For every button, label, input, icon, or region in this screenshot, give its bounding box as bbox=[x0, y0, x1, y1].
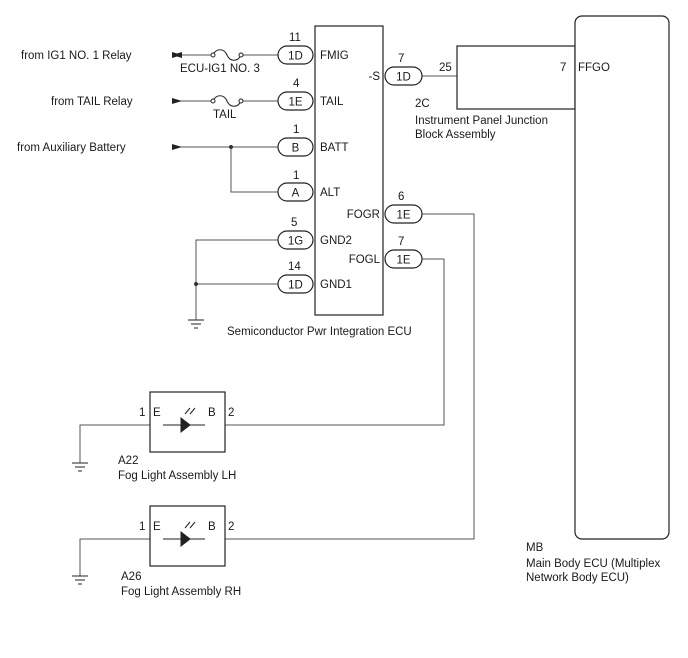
junction-pin-in: 25 bbox=[439, 62, 452, 74]
main-body-ecu-box bbox=[574, 15, 670, 540]
fuse-terminal bbox=[210, 52, 216, 58]
pin-number: 1 bbox=[293, 170, 299, 182]
ground-icon bbox=[72, 575, 88, 585]
junction-block-code: 2C bbox=[415, 98, 430, 110]
fog-lh-term-e: E bbox=[153, 407, 161, 419]
terminal-tail: TAIL bbox=[320, 96, 344, 108]
connector-code: 1G bbox=[288, 236, 303, 248]
mb-code: MB bbox=[526, 542, 544, 554]
mb-name: Network Body ECU) bbox=[526, 572, 629, 584]
junction-pin-out: 7 bbox=[560, 62, 566, 74]
connector-tail bbox=[277, 91, 314, 111]
terminal-gnd1: GND1 bbox=[320, 279, 352, 291]
connector-fmig bbox=[277, 45, 314, 65]
fog-rh-name: Fog Light Assembly RH bbox=[121, 586, 241, 598]
led-icon bbox=[163, 407, 205, 434]
led-icon bbox=[163, 521, 205, 548]
ground-icon bbox=[188, 319, 204, 329]
connector-batt bbox=[277, 137, 314, 157]
terminal-fmig: FMIG bbox=[320, 50, 349, 62]
junction-dot bbox=[229, 145, 233, 149]
fuse-ecu-ig1-label: ECU-IG1 NO. 3 bbox=[180, 63, 260, 75]
fog-rh-box bbox=[149, 505, 226, 567]
fuse-tail-label: TAIL bbox=[213, 109, 237, 121]
spi-ecu-name: Semiconductor Pwr Integration ECU bbox=[227, 326, 412, 338]
arrow-icon bbox=[172, 98, 182, 104]
fuse-icon bbox=[212, 49, 242, 61]
fuse-terminal bbox=[238, 52, 244, 58]
connector-code: B bbox=[292, 143, 300, 155]
source-tail-label: from TAIL Relay bbox=[51, 96, 133, 108]
pin-number: 7 bbox=[398, 53, 404, 65]
terminal-fogr: FOGR bbox=[347, 209, 380, 221]
connector-code: 1D bbox=[288, 51, 303, 63]
fog-lh-code: A22 bbox=[118, 455, 138, 467]
arrow-icon bbox=[172, 144, 182, 150]
pin-number: 5 bbox=[291, 217, 297, 229]
connector-gnd1 bbox=[277, 274, 314, 294]
junction-block-name: Instrument Panel Junction bbox=[415, 115, 548, 127]
fog-lh-box bbox=[149, 391, 226, 453]
fog-lh-pin1: 1 bbox=[139, 407, 145, 419]
arrow-icon bbox=[172, 52, 182, 58]
terminal-fogl: FOGL bbox=[349, 254, 381, 266]
connector-code: 1D bbox=[396, 72, 411, 84]
terminal-batt: BATT bbox=[320, 142, 349, 154]
spi-ecu-box bbox=[314, 25, 384, 316]
connector-fogr bbox=[384, 204, 423, 224]
ground-icon bbox=[72, 462, 88, 472]
pin-number: 1 bbox=[293, 124, 299, 136]
pin-number: 14 bbox=[288, 261, 301, 273]
pin-number: 6 bbox=[398, 191, 404, 203]
connector-alt bbox=[277, 182, 314, 202]
fuse-icon bbox=[212, 95, 242, 107]
fuse-terminal bbox=[210, 98, 216, 104]
fog-lh-name: Fog Light Assembly LH bbox=[118, 470, 236, 482]
pin-number: 11 bbox=[289, 32, 301, 44]
terminal-s: -S bbox=[369, 71, 381, 83]
junction-block-box bbox=[456, 45, 576, 110]
mb-name: Main Body ECU (Multiplex bbox=[526, 558, 660, 570]
connector-fogl bbox=[384, 249, 423, 269]
mb-terminal-ffgo: FFGO bbox=[578, 62, 610, 74]
fog-lh-term-b: B bbox=[208, 407, 216, 419]
source-ig1-label: from IG1 NO. 1 Relay bbox=[21, 50, 132, 62]
pin-number: 4 bbox=[293, 78, 300, 90]
connector-code: 1E bbox=[396, 255, 410, 267]
connector-code: 1D bbox=[288, 280, 303, 292]
connector-gnd2 bbox=[277, 230, 314, 250]
junction-dot bbox=[194, 282, 198, 286]
connector-code: 1E bbox=[288, 97, 302, 109]
fog-rh-term-e: E bbox=[153, 521, 161, 533]
fog-lh-pin2: 2 bbox=[228, 407, 234, 419]
fog-rh-code: A26 bbox=[121, 571, 141, 583]
connector-code: A bbox=[292, 188, 300, 200]
terminal-alt: ALT bbox=[320, 187, 340, 199]
fog-rh-pin2: 2 bbox=[228, 521, 234, 533]
fog-rh-pin1: 1 bbox=[139, 521, 145, 533]
fuse-terminal bbox=[238, 98, 244, 104]
source-aux-battery-label: from Auxiliary Battery bbox=[17, 142, 126, 154]
connector-code: 1E bbox=[396, 210, 410, 222]
fog-rh-term-b: B bbox=[208, 521, 216, 533]
terminal-gnd2: GND2 bbox=[320, 235, 352, 247]
pin-number: 7 bbox=[398, 236, 404, 248]
junction-block-name: Block Assembly bbox=[415, 129, 496, 141]
connector-s bbox=[384, 66, 423, 86]
